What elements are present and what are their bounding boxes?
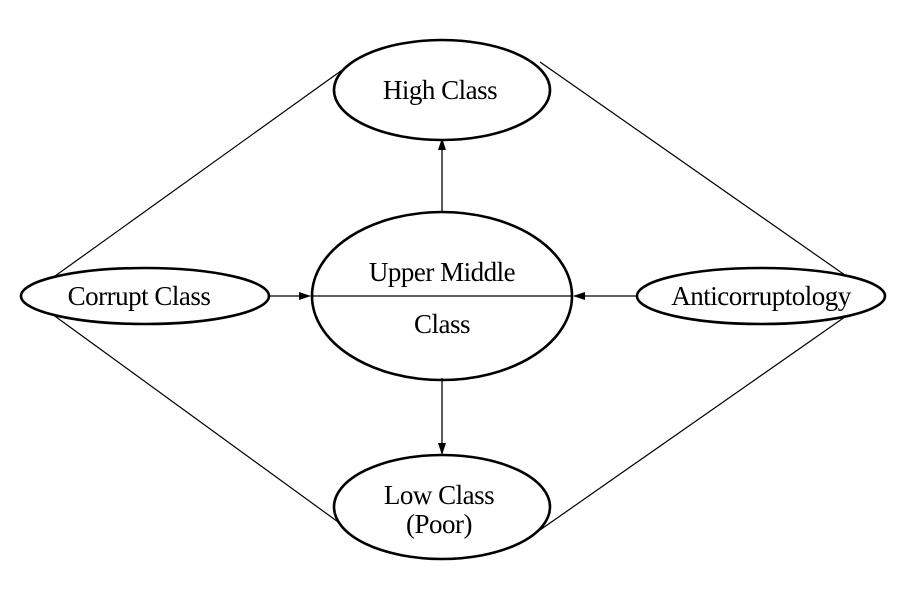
edge-corrupt-to-low — [29, 297, 346, 528]
node-low-class-shape — [332, 453, 552, 561]
node-upper-middle-class-shape — [310, 210, 574, 382]
node-high-class: High Class — [332, 38, 552, 142]
edge-anticorruptology-to-high — [539, 61, 873, 295]
node-corrupt-class-shape — [19, 266, 271, 326]
node-high-class-shape — [332, 38, 552, 142]
node-low-class-label-line2: (Poor) — [406, 509, 472, 539]
edge-corrupt-to-high — [29, 67, 346, 295]
node-upper-middle-class-label-line1: Upper Middle — [369, 257, 516, 287]
node-anticorruptology: Anticorruptology — [635, 266, 887, 326]
node-low-class: Low Class (Poor) — [332, 453, 552, 561]
node-upper-middle-class-label-line2: Class — [414, 309, 470, 339]
node-low-class-label-line1: Low Class — [384, 480, 494, 510]
edge-anticorruptology-to-low — [539, 297, 873, 531]
node-upper-middle-class: Upper Middle Class — [310, 210, 574, 382]
node-anticorruptology-shape — [635, 266, 887, 326]
node-corrupt-class-label: Corrupt Class — [68, 281, 211, 311]
node-high-class-label: High Class — [383, 75, 497, 105]
node-anticorruptology-label: Anticorruptology — [671, 281, 851, 311]
node-corrupt-class: Corrupt Class — [19, 266, 271, 326]
